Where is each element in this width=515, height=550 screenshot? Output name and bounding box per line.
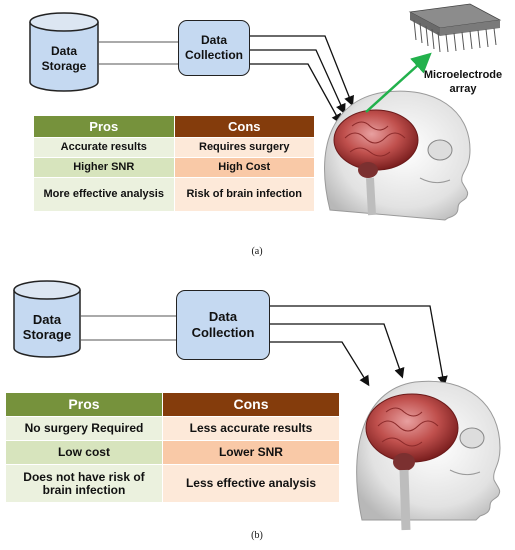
caption-a: (a) <box>251 246 263 257</box>
pros-cell-a-2: Higher SNR <box>33 157 175 178</box>
cons-cell-a-2: High Cost <box>173 157 315 178</box>
caption-b: (b) <box>251 530 263 541</box>
pros-header-a: Pros <box>33 115 175 138</box>
cons-cell-a-1: Requires surgery <box>173 137 315 158</box>
pros-cell-b-3: Does not have risk of brain infection <box>5 464 163 503</box>
signal-line-a1 <box>248 35 354 107</box>
signal-line-b1 <box>268 305 448 387</box>
pros-cons-table-b: Pros Cons No surgery Required Less accur… <box>5 392 341 503</box>
pros-header-b: Pros <box>5 392 163 417</box>
data-storage-cylinder-b <box>13 280 81 358</box>
cons-cell-b-1: Less accurate results <box>161 416 341 441</box>
head-brain-illustration-a <box>324 90 471 221</box>
signal-line-b2 <box>268 323 405 379</box>
cons-header-b: Cons <box>161 392 341 417</box>
pros-cell-b-1: No surgery Required <box>5 416 163 441</box>
pros-cell-a-3: More effective analysis <box>33 177 175 212</box>
pros-cons-table-a: Pros Cons Accurate results Requires surg… <box>33 115 315 212</box>
cons-cell-b-3: Less effective analysis <box>161 464 341 503</box>
data-storage-cylinder-a <box>29 12 99 92</box>
pros-cell-b-2: Low cost <box>5 440 163 465</box>
electrode-arrow <box>365 52 432 113</box>
microelectrode-array-illustration <box>408 3 502 53</box>
signal-line-a2 <box>248 49 346 115</box>
cons-header-a: Cons <box>173 115 315 138</box>
signal-line-a3 <box>248 63 342 125</box>
cons-cell-b-2: Lower SNR <box>161 440 341 465</box>
pros-cell-a-1: Accurate results <box>33 137 175 158</box>
signal-line-b3 <box>268 341 370 387</box>
head-brain-illustration-b <box>356 380 501 531</box>
cons-cell-a-3: Risk of brain infection <box>173 177 315 212</box>
